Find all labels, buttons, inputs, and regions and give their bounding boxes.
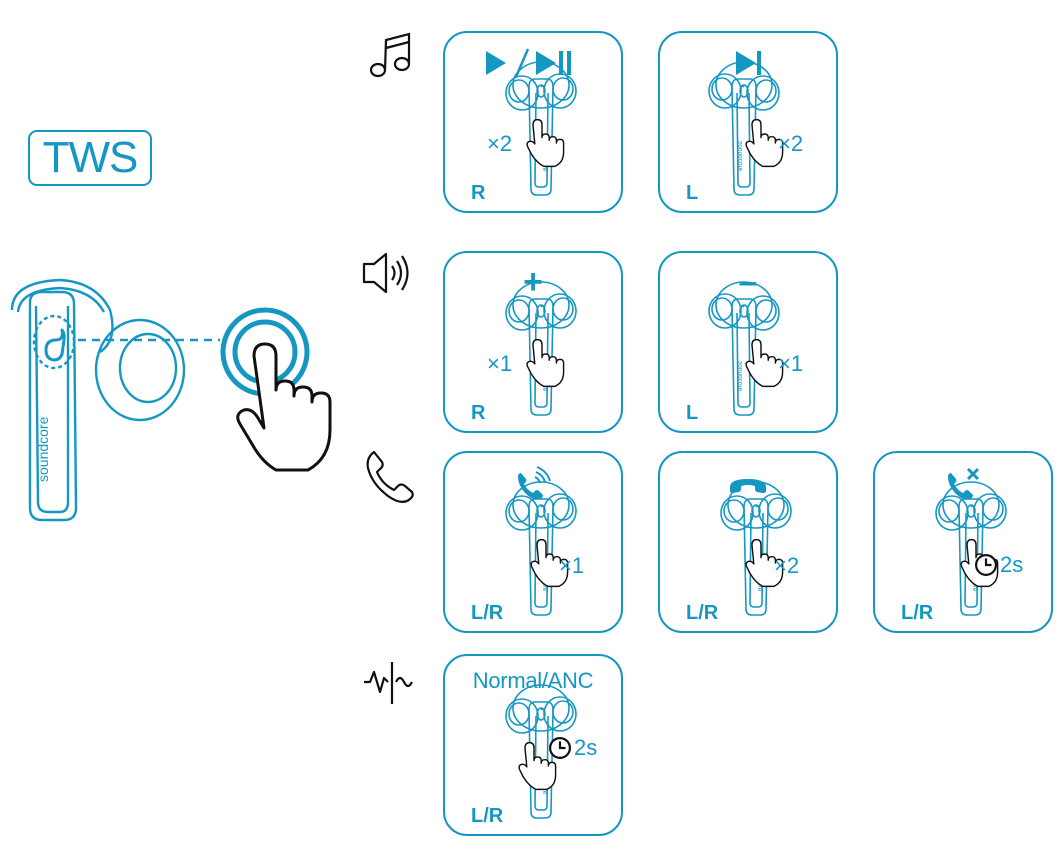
card-next-track: ×2 L [658,31,838,213]
card-volume-up: + ×1 R [443,251,623,433]
reject-call-icon [948,467,980,500]
tap-hand-icon [526,118,565,168]
phone-icon [366,450,414,503]
card-volume-down: – ×1 L [658,251,838,433]
earbud-side-label: L [686,402,699,424]
earbud-side-label: L [686,182,699,204]
volume-icon [362,252,409,294]
earbud-side-label: L/R [471,805,504,827]
tap-hand-icon [220,307,332,472]
hold-duration: 2s [549,736,597,760]
hold-duration-label: 2s [574,735,598,760]
hold-duration-label: 2s [1000,552,1024,577]
hold-duration: 2s [975,553,1023,577]
tap-count: ×1 [487,351,513,376]
tap-count: ×2 [487,131,513,156]
clock-icon [549,737,571,759]
earbud-side-label: L/R [471,602,504,624]
clock-icon [975,554,997,576]
card-play-pause: ×2 R [443,31,623,213]
card-noise-mode: Normal/ANC 2s L/R [443,654,623,836]
earbud-side-label: R [471,182,486,204]
tap-count: ×2 [774,553,800,578]
noise-mode-icon [364,662,413,704]
earbud-side-label: R [471,402,486,424]
hero-earbud-illustration: soundcore [10,278,332,522]
tap-count: ×2 [778,131,804,156]
earbud-brand: soundcore [35,416,51,482]
earbud-side-label: L/R [901,602,934,624]
earbud-side-label: L/R [686,602,719,624]
noise-mode-label: Normal/ANC [472,668,594,693]
tap-count: ×1 [778,351,804,376]
tap-count: ×1 [559,553,585,578]
music-note-icon [369,32,411,78]
tap-hand-icon [526,338,565,388]
next-track-icon [736,51,761,75]
card-end-call: ×2 L/R [658,451,838,633]
tws-badge: TWS [28,130,152,186]
earbud-icon [10,278,220,522]
card-answer-call: ×1 L/R [443,451,623,633]
volume-up-label: + [523,263,543,301]
card-reject-call: 2s L/R [873,451,1053,633]
